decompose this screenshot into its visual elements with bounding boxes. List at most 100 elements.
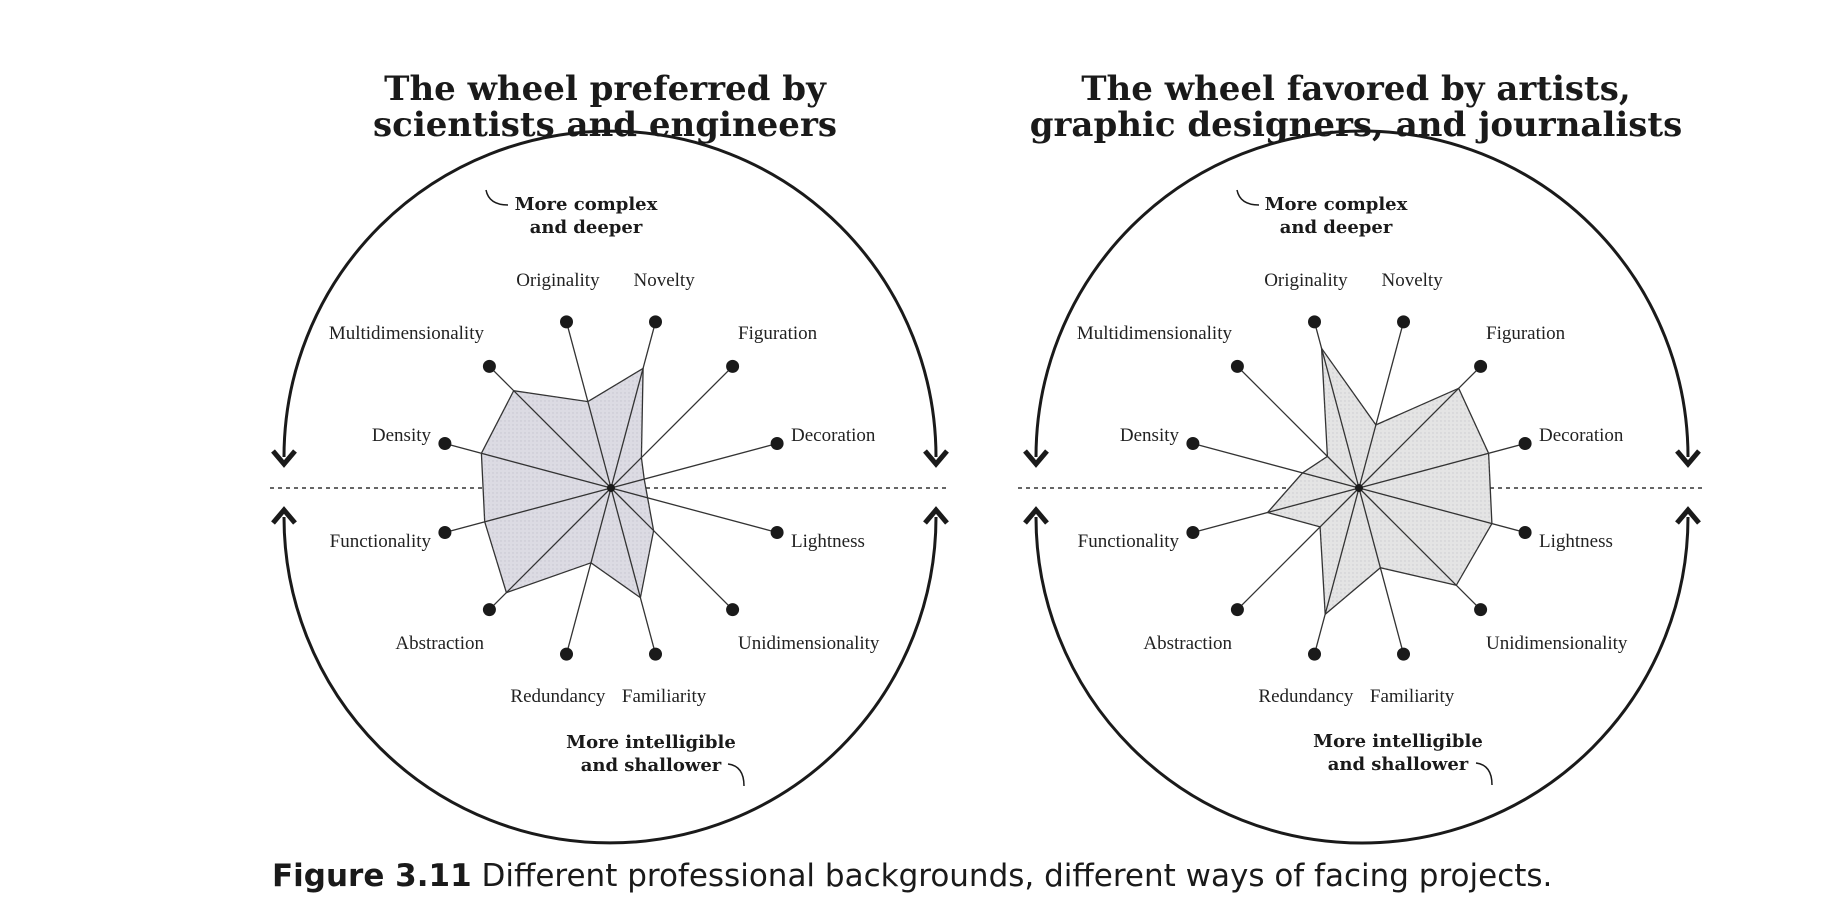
- axis-label: Decoration: [791, 425, 876, 446]
- bottom-note-line2: and shallower: [1328, 754, 1469, 775]
- axis-spoke: [610, 487, 657, 655]
- axis-label: Lightness: [791, 531, 865, 552]
- caption-text: Different professional backgrounds, diff…: [472, 858, 1553, 894]
- wheel-scientists-engineers: The wheel preferred by scientists and en…: [270, 69, 950, 845]
- bottom-note-hook: [727, 763, 745, 787]
- axis-endpoint: [560, 647, 573, 661]
- axis-spoke: [488, 365, 612, 489]
- axis-endpoint: [1518, 526, 1532, 539]
- axis-spoke: [1313, 487, 1360, 655]
- axis-spoke: [1358, 487, 1405, 655]
- axis-label: Familiarity: [622, 686, 707, 707]
- axis-endpoint: [649, 647, 662, 661]
- axis-label: Unidimensionality: [738, 633, 880, 654]
- radar-area-texture: [481, 368, 654, 598]
- wheel-title-line1: The wheel favored by artists,: [1081, 69, 1631, 109]
- axis-spoke: [1236, 487, 1360, 611]
- bottom-note-hook: [1475, 762, 1493, 786]
- axis-endpoint: [1474, 603, 1488, 617]
- axis-spoke: [565, 321, 612, 489]
- axis-spoke: [610, 365, 734, 489]
- radar-area-texture: [1267, 348, 1492, 615]
- arrowhead-lower-left: [271, 506, 297, 525]
- axis-spoke: [1358, 487, 1482, 611]
- axis-spoke: [610, 442, 778, 489]
- arrowhead-upper-left: [271, 449, 297, 468]
- axis-label: Density: [1120, 425, 1180, 446]
- top-note-hook: [485, 189, 509, 206]
- wheel-title-line2: graphic designers, and journalists: [1030, 105, 1683, 145]
- caption-label: Figure 3.11: [272, 858, 472, 894]
- axis-spoke: [444, 487, 612, 534]
- axis-endpoint: [1474, 359, 1488, 373]
- axis-label: Abstraction: [1143, 633, 1232, 654]
- axis-endpoint: [438, 437, 452, 450]
- axis-endpoint: [482, 603, 496, 617]
- arrowhead-lower-left: [1023, 506, 1049, 525]
- arrowhead-lower-right: [1675, 506, 1701, 525]
- axis-label: Novelty: [1381, 270, 1443, 291]
- axis-endpoint: [1308, 315, 1321, 329]
- axis-spoke: [1358, 365, 1482, 489]
- axis-endpoint: [1308, 647, 1321, 661]
- axis-spoke: [565, 487, 612, 655]
- axis-spoke: [1358, 487, 1526, 534]
- axis-label: Figuration: [738, 323, 818, 344]
- bottom-note-line1: More intelligible: [566, 732, 736, 753]
- wheel-title-line1: The wheel preferred by: [384, 69, 827, 109]
- upper-arc-arrow: [282, 129, 938, 458]
- axis-endpoint: [726, 359, 740, 373]
- lower-arc-arrow: [282, 516, 938, 845]
- axis-endpoint: [1397, 315, 1410, 329]
- axis-label: Lightness: [1539, 531, 1613, 552]
- axis-endpoint: [1186, 526, 1200, 539]
- bottom-note-line2: and shallower: [581, 755, 722, 776]
- top-note-line1: More complex: [515, 194, 658, 215]
- axis-spoke: [1192, 442, 1360, 489]
- arrowhead-lower-right: [923, 506, 949, 525]
- axis-label: Redundancy: [510, 686, 605, 707]
- axis-label: Familiarity: [1370, 686, 1455, 707]
- arrowhead-upper-right: [1675, 449, 1701, 468]
- axis-label: Density: [372, 425, 432, 446]
- axis-spoke: [1313, 321, 1360, 489]
- axis-endpoint: [1518, 437, 1532, 450]
- axis-endpoint: [1230, 359, 1244, 373]
- axis-label: Decoration: [1539, 425, 1624, 446]
- lower-arc-arrow: [1034, 516, 1690, 845]
- axis-label: Unidimensionality: [1486, 633, 1628, 654]
- arrowhead-upper-right: [923, 449, 949, 468]
- axis-label: Abstraction: [395, 633, 484, 654]
- axis-label: Multidimensionality: [329, 323, 485, 344]
- wheel-center: [607, 484, 615, 492]
- axis-label: Figuration: [1486, 323, 1566, 344]
- wheel-title-line2: scientists and engineers: [373, 105, 837, 145]
- axis-endpoint: [1230, 603, 1244, 617]
- axis-spoke: [1358, 321, 1405, 489]
- upper-arc-arrow: [1034, 129, 1690, 458]
- axis-endpoint: [1397, 647, 1410, 661]
- axis-endpoint: [482, 359, 496, 373]
- top-note-hook: [1236, 189, 1260, 206]
- axis-label: Originality: [516, 270, 600, 291]
- arrowhead-upper-left: [1023, 449, 1049, 468]
- axis-spoke: [488, 487, 612, 611]
- figure-caption: Figure 3.11 Different professional backg…: [272, 858, 1552, 894]
- axis-label: Functionality: [1078, 531, 1180, 552]
- wheel-center: [1355, 484, 1363, 492]
- wheel-artists-designers-journalists: The wheel favored by artists, graphic de…: [1018, 69, 1706, 845]
- axis-spoke: [610, 321, 657, 489]
- axis-endpoint: [438, 526, 452, 539]
- axis-spoke: [1358, 442, 1526, 489]
- axis-label: Functionality: [330, 531, 432, 552]
- axis-spoke: [610, 487, 778, 534]
- bottom-note-line1: More intelligible: [1313, 731, 1483, 752]
- top-note-line2: and deeper: [1280, 217, 1393, 238]
- axis-endpoint: [726, 603, 740, 617]
- top-note-line1: More complex: [1265, 194, 1408, 215]
- axis-label: Multidimensionality: [1077, 323, 1233, 344]
- axis-endpoint: [649, 315, 662, 329]
